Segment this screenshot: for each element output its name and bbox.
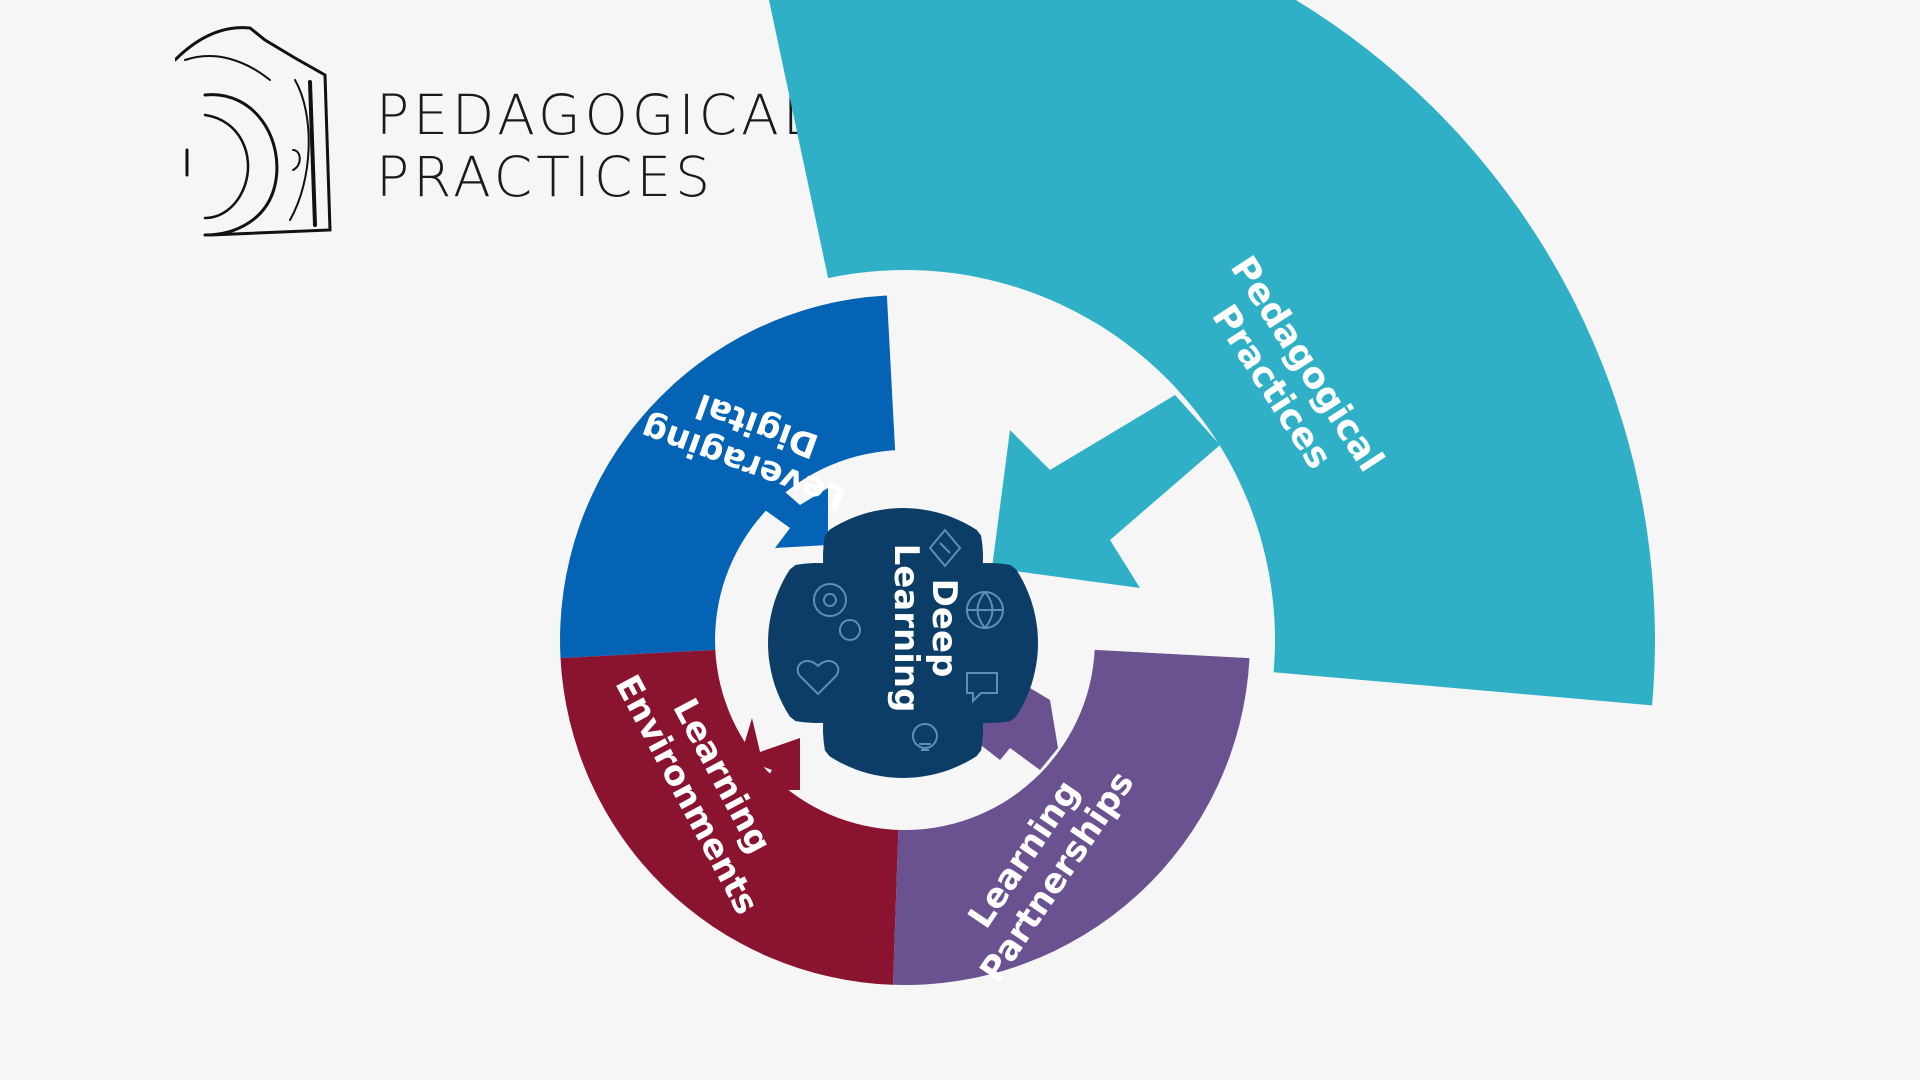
- hub-label-line-1: Deep: [924, 579, 964, 678]
- pedagogical-segment: [768, 0, 1655, 706]
- chat-icon: [966, 672, 998, 704]
- deep-learning-hub: Deep Learning: [768, 508, 1038, 778]
- segments-layer: [560, 0, 1655, 986]
- digital-segment: [560, 295, 896, 659]
- logo-title-line-2: PRACTICES: [376, 145, 715, 209]
- compass-icon: [928, 528, 962, 568]
- environments-arrow: [740, 718, 800, 790]
- lightbulb-icon: [911, 723, 938, 751]
- pedagogical-arrow: [992, 395, 1220, 588]
- globe-icon: [965, 591, 1004, 630]
- partnerships-arrow: [968, 685, 1058, 770]
- heart-icon: [796, 660, 840, 696]
- environments-segment: [560, 649, 899, 985]
- gears-icon: [812, 583, 861, 641]
- hub-shape: [768, 508, 1038, 778]
- logo-icon: [175, 26, 332, 237]
- hub-label-line-2: Learning: [886, 544, 926, 713]
- hub-icons: [796, 528, 1004, 751]
- partnerships-segment: [893, 649, 1250, 986]
- logo-title-line-1: PEDAGOGICAL: [376, 83, 818, 147]
- digital-arrow: [765, 488, 828, 548]
